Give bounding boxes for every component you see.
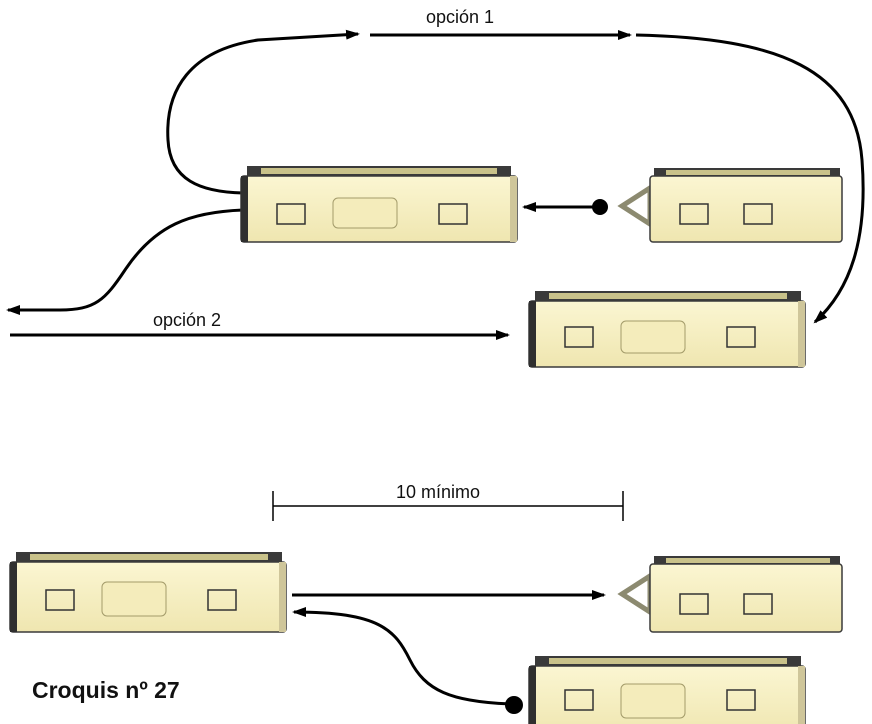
coupling-dot — [592, 199, 608, 215]
option2-path-a — [6, 208, 244, 315]
option2-label: opción 2 — [153, 310, 221, 330]
return-dot — [505, 696, 523, 714]
car-right-bottom-section1 — [528, 291, 806, 368]
car-left-section2 — [9, 552, 287, 633]
car-right-coupled-top — [617, 168, 843, 243]
diagram-caption: Croquis nº 27 — [32, 677, 180, 703]
option1-path-a — [166, 29, 360, 195]
option1-label: opción 1 — [426, 7, 494, 27]
return-path — [292, 607, 513, 706]
option1-path-c — [635, 33, 865, 324]
car-middle-top — [240, 166, 518, 243]
distance-label: 10 mínimo — [396, 482, 480, 502]
car-right-coupled-section2 — [617, 556, 843, 633]
car-bottom-right-section2 — [528, 656, 806, 724]
